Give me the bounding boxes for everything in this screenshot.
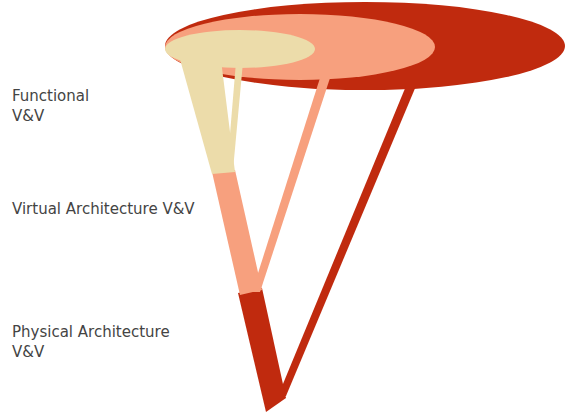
level-label: Physical Architecture V&V <box>12 322 204 362</box>
physical-right-leg <box>278 86 416 396</box>
virtual-right-leg <box>252 78 330 292</box>
level-label: Virtual Architecture V&V <box>12 199 204 219</box>
functional-left-leg <box>178 52 235 174</box>
virtual-left-leg <box>212 170 262 295</box>
physical-left-leg <box>238 288 286 412</box>
physical-ellipse <box>165 2 565 90</box>
level-label: Functional V&V <box>12 86 112 126</box>
